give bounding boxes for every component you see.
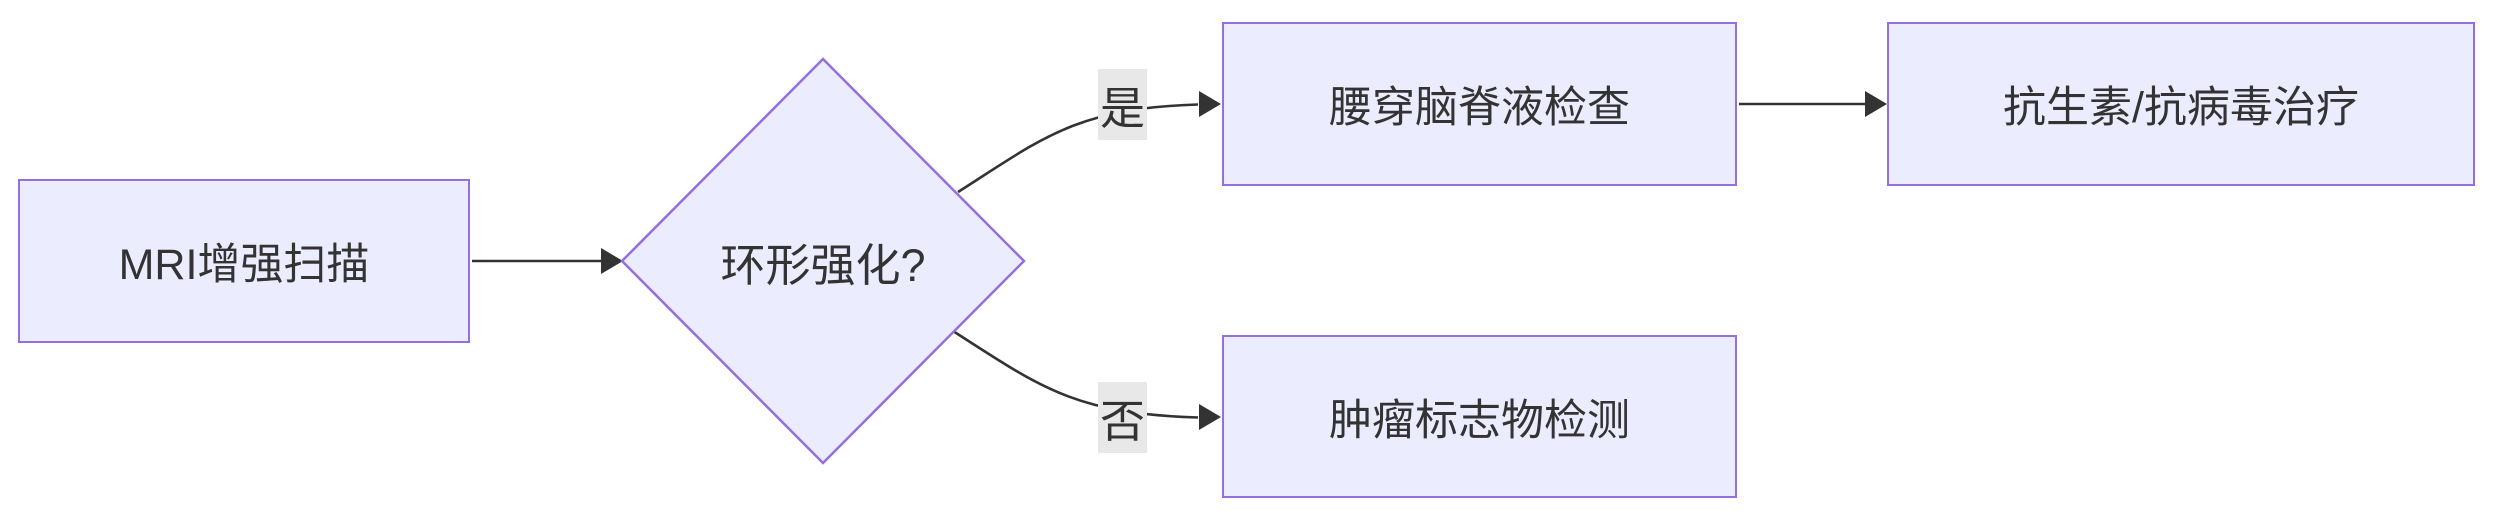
node-csf-examination-label: 腰穿脑脊液检查 (1329, 84, 1630, 132)
edge-label-no: 否 (1098, 382, 1147, 453)
node-ring-enhancement-decision-label: 环形强化? (720, 239, 926, 291)
edge-decision-to-tumor (952, 329, 1221, 430)
edge-decision-to-csf (957, 91, 1221, 194)
node-tumor-marker-detection: 肿瘤标志物检测 (1222, 335, 1737, 498)
edge-label-yes: 是 (1098, 69, 1147, 140)
arrowhead-icon (1865, 91, 1887, 117)
node-tumor-marker-detection-label: 肿瘤标志物检测 (1329, 396, 1630, 445)
node-antibiotic-antiviral-treatment-label: 抗生素/抗病毒治疗 (2003, 84, 2359, 132)
edge-label-no-text: 否 (1099, 396, 1145, 447)
node-ring-enhancement-decision: 环形强化? (623, 200, 1023, 322)
edge-csf-to-treatment (1739, 91, 1887, 117)
arrowhead-icon (1199, 91, 1221, 117)
decision-diamond-shape (620, 57, 1026, 465)
edge-mri-to-decision (472, 248, 623, 274)
node-mri-scan: MRI增强扫描 (18, 179, 470, 343)
node-mri-scan-label: MRI增强扫描 (118, 241, 370, 289)
arrowhead-icon (1199, 404, 1221, 430)
arrowhead-icon (601, 248, 623, 274)
node-csf-examination: 腰穿脑脊液检查 (1222, 22, 1737, 186)
edge-label-yes-text: 是 (1099, 83, 1145, 134)
node-antibiotic-antiviral-treatment: 抗生素/抗病毒治疗 (1887, 22, 2475, 186)
